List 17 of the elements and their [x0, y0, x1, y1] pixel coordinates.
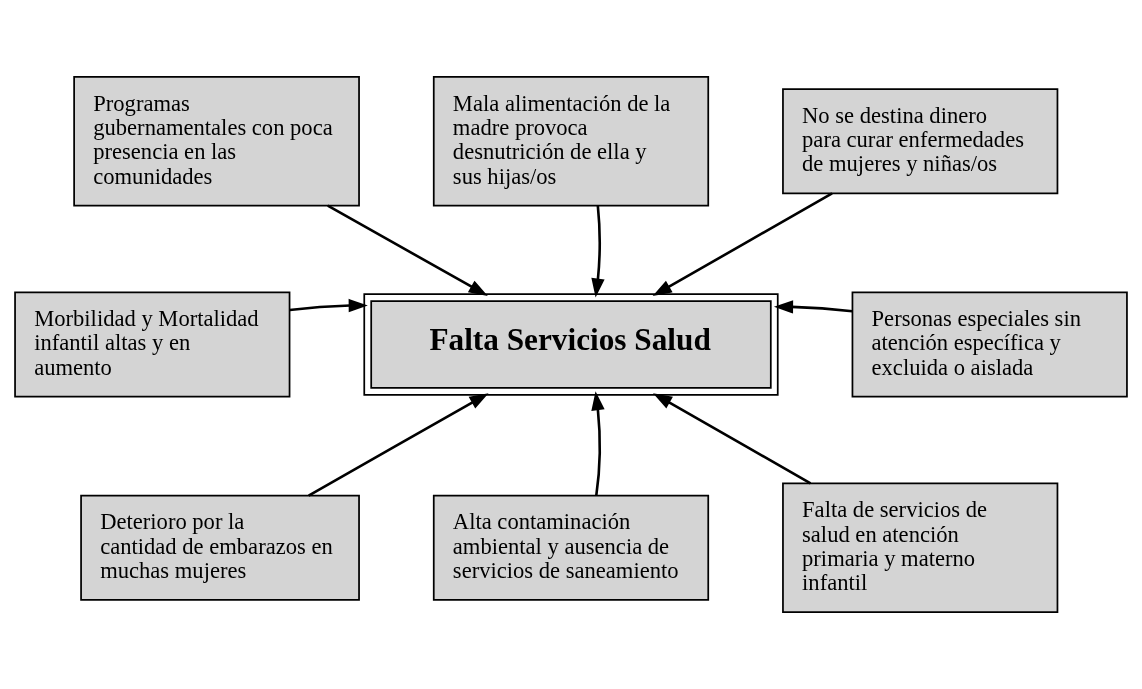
arrow: [327, 204, 488, 296]
node-box: Programas gubernamentales con poca presencia en las comunidades: [73, 76, 360, 207]
arrow: [591, 391, 605, 496]
arrow: [773, 300, 853, 314]
arrow: [591, 205, 605, 298]
node-box: Falta Servicios Salud: [363, 293, 779, 396]
node-box: Mala alimentación de la madre provoca desnutrición de ella y sus hijas/os: [432, 76, 710, 207]
arrow: [308, 393, 489, 497]
node-box: Deterioro por la cantidad de embarazos en muchas mujeres: [80, 494, 360, 601]
arrow: [653, 393, 812, 485]
node-box: Personas especiales sin atención específica y excluida o aislada: [851, 291, 1128, 398]
node-box: Alta contaminación ambiental y ausencia de servicios de saneamiento: [432, 494, 710, 601]
arrow: [289, 298, 368, 313]
arrow: [652, 192, 833, 297]
node-box: No se destina dinero para curar enfermedades de mujeres y niñas/os: [782, 88, 1059, 195]
node-box: Falta de servicios de salud en atención primaria y materno infantil: [782, 482, 1059, 613]
node-box: Morbilidad y Mortalidad infantil altas y en aumento: [14, 291, 291, 398]
